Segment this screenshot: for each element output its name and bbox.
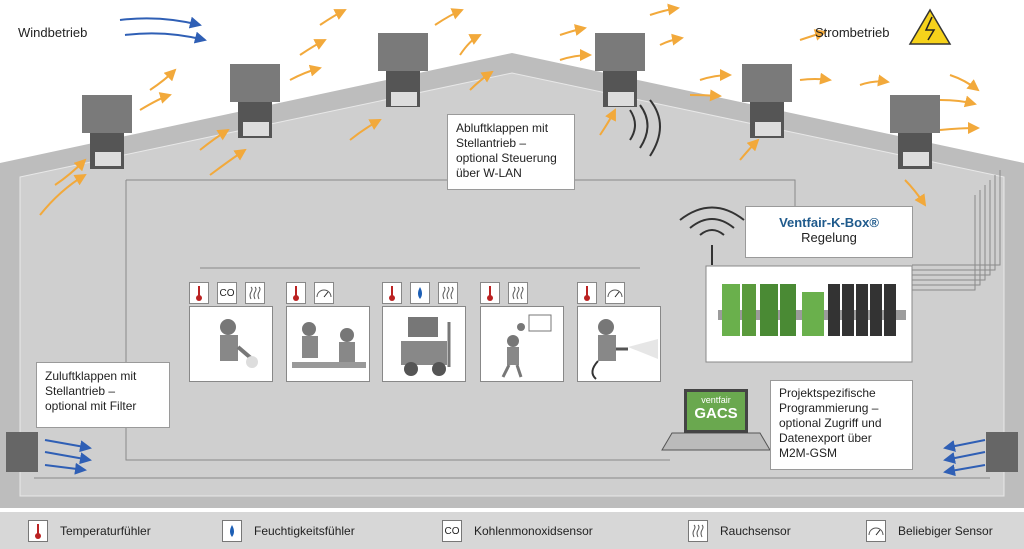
airflow-in-arrows xyxy=(44,16,986,477)
supply-louver-left xyxy=(6,432,38,472)
roof-fans xyxy=(82,33,940,169)
fan-3 xyxy=(378,33,428,107)
prog-line-5: M2M-GSM xyxy=(779,446,837,460)
co-icon: CO xyxy=(217,282,237,304)
kbox-callout: Ventfair-K-Box® Regelung xyxy=(745,206,913,258)
supply-louver-right xyxy=(986,432,1018,472)
legend-label-any-sensor: Beliebiger Sensor xyxy=(898,524,993,538)
fan-5 xyxy=(742,64,792,138)
droplet-icon xyxy=(410,282,430,304)
pressure-washer-icon xyxy=(577,306,661,382)
prog-line-4: Datenexport über xyxy=(779,431,872,445)
programming-callout: Projektspezifische Programmierung – opti… xyxy=(770,380,913,470)
thermometer-icon xyxy=(189,282,209,304)
prog-line-3: optional Zugriff und xyxy=(779,416,882,430)
laptop-brand: ventfair xyxy=(701,395,731,405)
legend-item-smoke: Rauchsensor xyxy=(688,520,791,542)
prog-line-2: Programmierung – xyxy=(779,401,879,415)
gauge-icon xyxy=(866,520,886,542)
legend-item-humidity: Feuchtigkeitsfühler xyxy=(222,520,355,542)
laptop-product: GACS xyxy=(694,405,738,422)
smoke-icon xyxy=(688,520,708,542)
exhaust-line-2: Stellantrieb – xyxy=(456,136,527,150)
prog-line-1: Projektspezifische xyxy=(779,386,876,400)
gauge-icon xyxy=(605,282,625,304)
smoke-icon xyxy=(245,282,265,304)
smoke-icon xyxy=(508,282,528,304)
warning-icon xyxy=(908,8,952,45)
smoke-icon xyxy=(438,282,458,304)
controller-modules xyxy=(722,284,896,336)
antenna xyxy=(679,206,745,265)
thermometer-icon xyxy=(28,520,48,542)
legend-item-temperature: Temperaturfühler xyxy=(28,520,151,542)
legend-label-smoke: Rauchsensor xyxy=(720,524,791,538)
thermometer-icon xyxy=(480,282,500,304)
kbox-title: Ventfair-K-Box® xyxy=(779,215,879,230)
airflow-out-arrows xyxy=(39,3,980,216)
fan-1 xyxy=(82,95,132,169)
exhaust-line-3: optional Steuerung xyxy=(456,151,557,165)
exhaust-line-4: über W-LAN xyxy=(456,166,522,180)
legend-item-co: CO Kohlenmonoxidsensor xyxy=(442,520,593,542)
forklift-icon xyxy=(382,306,466,382)
wind-mode-label: Windbetrieb xyxy=(18,25,88,40)
co-icon: CO xyxy=(442,520,462,542)
basketball-icon xyxy=(480,306,564,382)
supply-callout: Zuluftklappen mit Stellantrieb – optiona… xyxy=(36,362,170,428)
fan-4 xyxy=(595,33,645,107)
kbox-subtitle: Regelung xyxy=(801,230,857,245)
exhaust-line-1: Abluftklappen mit xyxy=(456,121,549,135)
legend-label-temperature: Temperaturfühler xyxy=(60,524,151,538)
legend-item-any-sensor: Beliebiger Sensor xyxy=(866,520,993,542)
co-text: CO xyxy=(444,525,460,537)
power-mode-label: Strombetrieb xyxy=(815,25,890,40)
legend-label-humidity: Feuchtigkeitsfühler xyxy=(254,524,355,538)
exhaust-callout: Abluftklappen mit Stellantrieb – optiona… xyxy=(447,114,575,190)
supply-line-2: Stellantrieb – xyxy=(45,384,116,398)
wiring xyxy=(34,170,1001,479)
laptop-screen: ventfair GACS xyxy=(684,389,748,433)
thermometer-icon xyxy=(577,282,597,304)
thermometer-icon xyxy=(382,282,402,304)
wifi-signal-roof xyxy=(629,99,661,157)
gauge-icon xyxy=(314,282,334,304)
legend: Temperaturfühler Feuchtigkeitsfühler CO … xyxy=(0,512,1024,549)
droplet-icon xyxy=(222,520,242,542)
legend-label-co: Kohlenmonoxidsensor xyxy=(474,524,593,538)
supply-line-3: optional mit Filter xyxy=(45,399,137,413)
welder-icon xyxy=(189,306,273,382)
co-text: CO xyxy=(219,287,235,299)
fan-2 xyxy=(230,64,280,138)
thermometer-icon xyxy=(286,282,306,304)
laptop-base xyxy=(661,432,771,451)
fan-6 xyxy=(890,95,940,169)
workers-icon xyxy=(286,306,370,382)
supply-line-1: Zuluftklappen mit xyxy=(45,369,137,383)
